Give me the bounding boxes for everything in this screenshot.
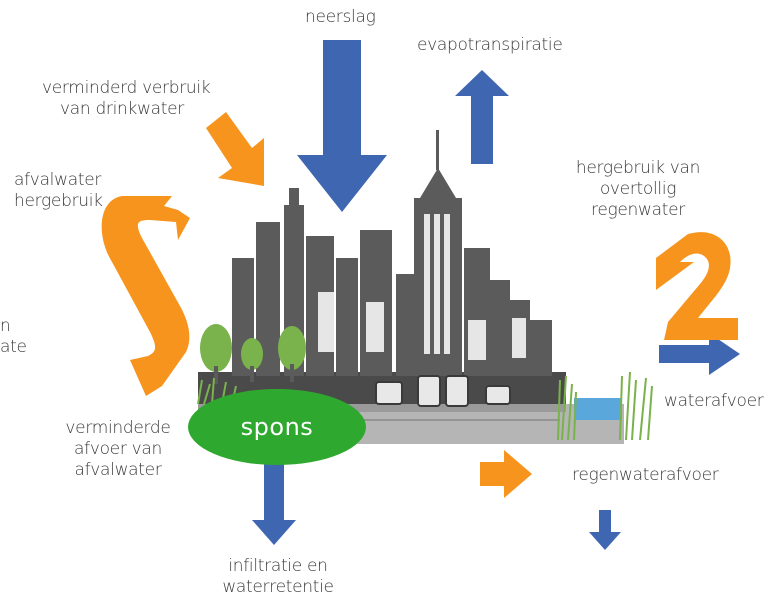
verminderd-verbruik-arrow: [206, 112, 264, 186]
label-line: van drinkwater: [59, 99, 184, 119]
label-line: afvalwater: [74, 460, 162, 480]
orange-arrows: [101, 112, 738, 498]
building-windows: [318, 214, 526, 360]
label-line: verminderd verbruik: [42, 78, 211, 98]
label-left-cut: n ate: [0, 316, 27, 358]
label-line: afvoer van: [74, 439, 162, 459]
afvalwater-hergebruik-arrow: [101, 196, 190, 396]
label-hergebruik-regenwater: hergebruik van overtollig regenwater: [572, 158, 704, 221]
waterafvoer-arrow: [659, 333, 740, 375]
blue-arrows: [252, 40, 740, 550]
label-infiltratie: infiltratie en waterretentie: [218, 556, 338, 598]
label-afvalwater-hergebruik: afvalwater hergebruik: [14, 170, 103, 212]
label-line: waterretentie: [222, 577, 334, 597]
infiltratie-arrow: [252, 462, 296, 545]
label-line: hergebruik van: [575, 158, 701, 178]
regenwaterafvoer-down-arrow: [589, 510, 621, 550]
label-waterafvoer: waterafvoer: [664, 391, 764, 411]
label-line: regenwater: [591, 200, 685, 220]
regenwaterafvoer-right-arrow: [480, 450, 532, 498]
trees: [200, 324, 306, 384]
label-regenwaterafvoer: regenwaterafvoer: [572, 465, 719, 485]
label-line: hergebruik: [14, 191, 103, 211]
hergebruik-regenwater-arrow: [656, 232, 738, 340]
label-line: ate: [0, 337, 27, 357]
label-evapotranspiratie: evapotranspiratie: [417, 35, 563, 55]
label-line: verminderde: [65, 418, 171, 438]
label-verminderde-afvoer: verminderde afvoer van afvalwater: [58, 418, 178, 481]
neerslag-arrow: [297, 40, 387, 212]
label-line: afvalwater: [14, 170, 102, 190]
evapotranspiratie-arrow: [455, 70, 509, 164]
water-channel: [557, 371, 653, 444]
label-line: overtollig: [599, 179, 677, 199]
label-verminderd-verbruik: verminderd verbruik van drinkwater: [42, 78, 211, 120]
vehicles: [375, 375, 511, 407]
label-line: n: [0, 316, 11, 336]
grass-left: [197, 377, 237, 405]
label-neerslag: neerslag: [305, 7, 376, 27]
label-line: infiltratie en: [228, 556, 328, 576]
spons-badge: spons: [188, 389, 366, 465]
